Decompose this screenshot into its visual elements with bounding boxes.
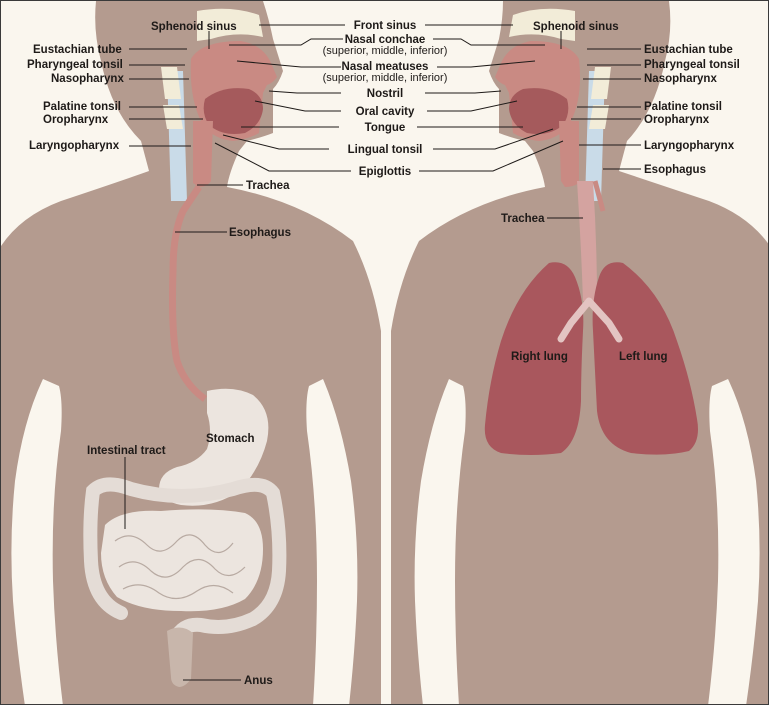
label-right-eustachian-tube: Eustachian tube [644,44,733,56]
right-throat-tube [559,121,579,187]
label-right-trachea: Trachea [501,213,545,225]
label-right-lung: Right lung [511,351,568,363]
label-left-oropharynx: Oropharynx [43,114,109,126]
center-labels: Front sinus Nasal conchae (superior, mid… [323,20,448,178]
label-right-nasopharynx: Nasopharynx [644,73,717,85]
label-right-sphenoid-sinus: Sphenoid sinus [533,21,619,33]
label-tongue: Tongue [365,122,406,134]
label-nostril: Nostril [367,88,403,100]
label-left-eustachian-tube: Eustachian tube [33,44,122,56]
label-left-nasopharynx: Nasopharynx [51,73,124,85]
label-intestinal-tract: Intestinal tract [87,445,166,457]
label-right-pharyngeal-tonsil: Pharyngeal tonsil [644,59,740,71]
label-nasal-meatuses-detail: (superior, middle, inferior) [323,72,448,84]
label-left-laryngopharynx: Laryngopharynx [29,140,120,152]
label-left-lung: Left lung [619,351,668,363]
label-left-palatine-tonsil: Palatine tonsil [43,101,121,113]
label-front-sinus: Front sinus [354,20,417,32]
label-left-sphenoid-sinus: Sphenoid sinus [151,21,237,33]
label-right-laryngopharynx: Laryngopharynx [644,140,735,152]
label-lingual-tonsil: Lingual tonsil [348,144,423,156]
label-right-esophagus: Esophagus [644,164,706,176]
label-stomach: Stomach [206,433,255,445]
left-throat-tube [193,121,213,187]
label-epiglottis: Epiglottis [359,166,411,178]
label-left-pharyngeal-tonsil: Pharyngeal tonsil [27,59,123,71]
label-left-trachea: Trachea [246,180,290,192]
label-left-esophagus: Esophagus [229,227,291,239]
label-right-palatine-tonsil: Palatine tonsil [644,101,722,113]
label-right-oropharynx: Oropharynx [644,114,710,126]
label-anus: Anus [244,675,273,687]
label-oral-cavity: Oral cavity [356,106,415,118]
label-nasal-conchae-detail: (superior, middle, inferior) [323,45,448,57]
